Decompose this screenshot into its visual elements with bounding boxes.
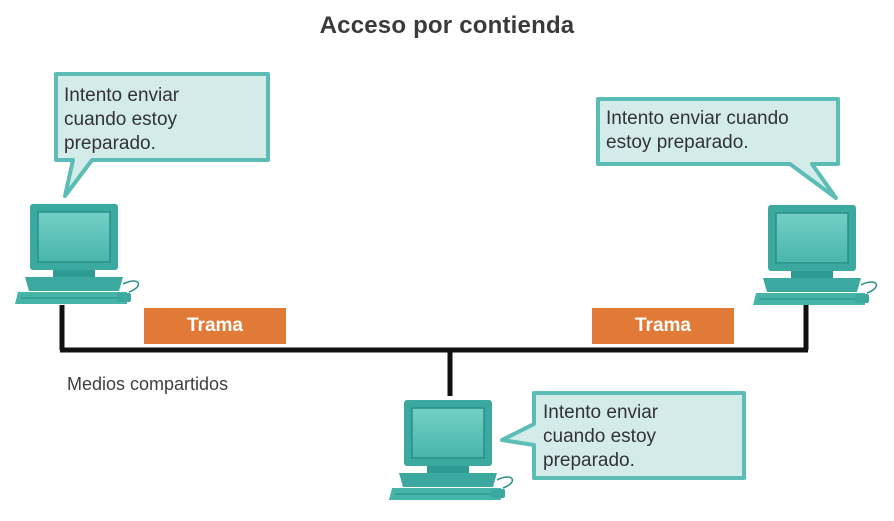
bubble-right-line-1: Intento enviar cuando	[606, 108, 789, 129]
speech-bubble-right	[596, 97, 840, 200]
shared-media-bus	[59, 305, 809, 396]
frame-right-label: Trama	[635, 315, 691, 336]
frame-left	[144, 308, 286, 344]
bubble-text-left: Intento enviar cuando estoy preparado.	[64, 84, 179, 156]
bubble-bottom-line-2: cuando estoy	[543, 426, 657, 447]
computer-icon-right	[753, 205, 878, 305]
bubble-left-line-3: preparado.	[64, 133, 156, 154]
frame-left-label: Trama	[187, 315, 243, 336]
bubble-text-right: Intento enviar cuando estoy preparado.	[606, 107, 789, 155]
bubble-bottom-line-1: Intento enviar	[543, 402, 659, 423]
frame-right	[592, 308, 734, 344]
bubble-bottom-line-3: preparado.	[543, 450, 635, 471]
speech-bubble-left	[54, 72, 270, 198]
bubble-left-line-2: cuando estoy	[64, 109, 178, 130]
shared-media-label: Medios compartidos	[67, 374, 229, 394]
bubble-left-line-1: Intento enviar	[64, 85, 180, 106]
bubble-right-line-2: estoy preparado.	[606, 132, 749, 153]
computer-icon-bottom	[389, 400, 514, 500]
diagram-title: Acceso por contienda	[319, 12, 575, 39]
bubble-text-bottom: Intento enviar cuando estoy preparado.	[543, 401, 658, 473]
computer-icon-left	[15, 204, 140, 304]
speech-bubble-bottom	[500, 391, 746, 480]
